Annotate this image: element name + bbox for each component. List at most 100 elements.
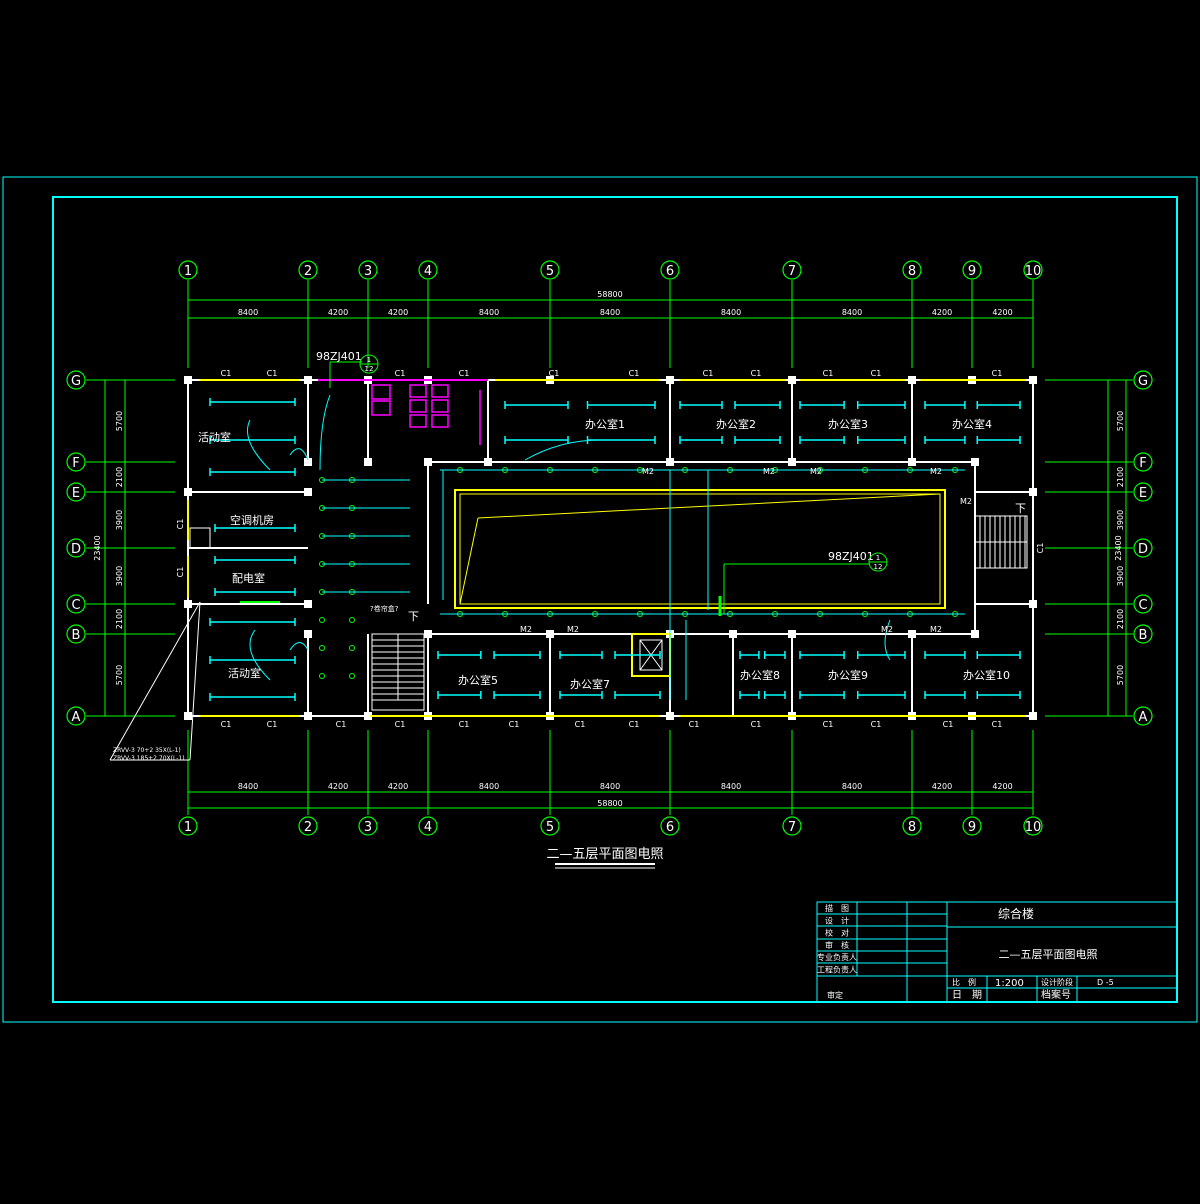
outer-frame	[2, 176, 1198, 1023]
column-post	[1029, 376, 1037, 384]
window-mark: C1	[176, 519, 185, 530]
column-post	[971, 630, 979, 638]
axis-label-row: A	[72, 710, 81, 725]
axis-bubble-col	[358, 260, 378, 280]
column-post	[304, 600, 312, 608]
cable-note-1: ZRVV-3 70+2 35X(L-1)	[113, 747, 181, 754]
span-dim-row: 2100	[115, 467, 124, 487]
axis-bubble-row	[66, 706, 86, 726]
span-dim-col: 8400	[238, 782, 258, 791]
axis-label-col: 2	[304, 264, 312, 279]
window-strips	[187, 379, 1025, 717]
column-post	[546, 630, 554, 638]
room-labels: 活动室 空调机房 配电室 活动室 办公室1 办公室2 办公室3 办公室4 办公室…	[198, 417, 1010, 691]
wiring	[247, 394, 965, 700]
column-post	[184, 376, 192, 384]
span-dim-col: 8400	[600, 782, 620, 791]
axis-label-row: C	[1138, 598, 1147, 613]
span-dim-col: 4200	[992, 308, 1012, 317]
column-post	[666, 712, 674, 720]
column-post	[908, 458, 916, 466]
span-dim-row: 3900	[1116, 510, 1125, 530]
span-dim-row: 2100	[1116, 467, 1125, 487]
window-mark: C1	[992, 720, 1003, 729]
window-mark: C1	[549, 369, 560, 378]
window-mark: C1	[751, 369, 762, 378]
small-room-tag: ?卷帘盒?	[370, 604, 399, 613]
axis-bubble-row	[1133, 706, 1153, 726]
axis-label-row: A	[1139, 710, 1148, 725]
window-mark: C1	[751, 720, 762, 729]
span-dim-col: 4200	[328, 308, 348, 317]
bottom-total-dimension: 58800	[597, 799, 622, 808]
span-dim-row: 3900	[1116, 566, 1125, 586]
tb-project: 综合楼	[998, 906, 1034, 921]
window-mark: C1	[176, 567, 185, 578]
door-mark: M2	[763, 467, 775, 476]
span-dim-row: 5700	[115, 665, 124, 685]
axis-label-col: 4	[424, 820, 432, 835]
axis-bubble-col	[418, 260, 438, 280]
window-mark: C1	[221, 369, 232, 378]
span-dim-col: 8400	[479, 782, 499, 791]
door-mark: M2	[520, 625, 532, 634]
axis-bubble-col	[540, 260, 560, 280]
stair-right-down-label: 下	[1015, 502, 1026, 515]
room-activity-top: 活动室	[198, 430, 231, 444]
tb-date-label: 日 期	[952, 989, 982, 1001]
column-post	[304, 458, 312, 466]
window-mark: C1	[689, 720, 700, 729]
span-dim-row: 3900	[115, 566, 124, 586]
axis-bubble-col	[298, 816, 318, 836]
window-mark: C1	[703, 369, 714, 378]
door-mark: M2	[930, 625, 942, 634]
ref-num-top: 1	[367, 356, 371, 364]
dimension-chains	[104, 299, 1127, 809]
axis-label-col: 3	[364, 820, 372, 835]
stair-left	[371, 633, 425, 711]
ref-tag-top: 98ZJ401	[316, 350, 362, 363]
corridor-light	[319, 673, 325, 679]
axis-label-row: F	[72, 456, 79, 471]
axis-bubble-row	[66, 624, 86, 644]
window-mark: C1	[823, 720, 834, 729]
stair-left-steps	[372, 639, 424, 701]
column-post	[788, 458, 796, 466]
column-post	[304, 488, 312, 496]
window-mark: C1	[1036, 543, 1045, 554]
column-post	[424, 458, 432, 466]
axis-bubble-row	[1133, 594, 1153, 614]
stair-right	[974, 515, 1028, 569]
column-post	[184, 488, 192, 496]
room-office5: 办公室5	[458, 673, 498, 687]
door-mark: M2	[960, 497, 972, 506]
column-post	[908, 630, 916, 638]
axis-label-col: 10	[1025, 820, 1042, 835]
span-dim-col: 8400	[842, 782, 862, 791]
axis-bubble-col	[660, 816, 680, 836]
axis-bubble-row	[1133, 370, 1153, 390]
axis-label-col: 6	[666, 820, 674, 835]
window-mark: C1	[459, 720, 470, 729]
window-mark: C1	[871, 369, 882, 378]
span-dim-col: 4200	[992, 782, 1012, 791]
column-post	[788, 376, 796, 384]
top-total-dimension: 58800	[597, 290, 622, 299]
window-mark: C1	[629, 720, 640, 729]
axis-bubble-row	[1133, 538, 1153, 558]
room-office7: 办公室7	[570, 677, 610, 691]
window-mark: C1	[871, 720, 882, 729]
window-mark: C1	[395, 369, 406, 378]
corridor-light	[319, 645, 325, 651]
span-dim-col: 4200	[932, 782, 952, 791]
column-post	[484, 458, 492, 466]
door-mark: M2	[567, 625, 579, 634]
window-mark: C1	[459, 369, 470, 378]
axis-bubble-col	[540, 816, 560, 836]
axis-bubble-col	[358, 816, 378, 836]
tb-sheet-title: 二—五层平面图电照	[999, 948, 1098, 961]
axis-label-row: E	[1139, 486, 1147, 501]
ref-den-atrium: 12	[874, 563, 883, 571]
right-total-dimension: 23400	[1114, 535, 1123, 560]
